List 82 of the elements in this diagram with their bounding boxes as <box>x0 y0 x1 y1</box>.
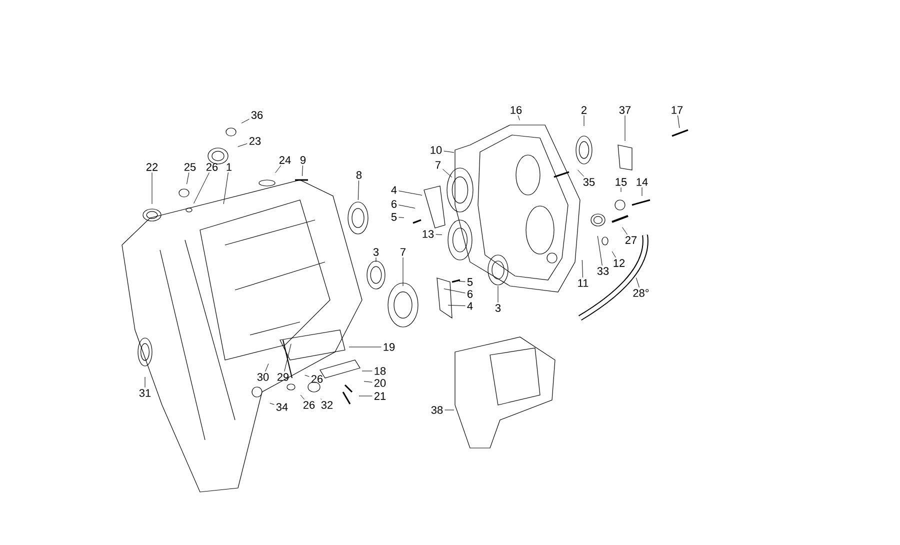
leader-line <box>442 168 452 178</box>
callout-number: 4 <box>467 302 473 310</box>
leader-line <box>518 115 520 120</box>
leader-line <box>444 288 466 294</box>
callout-number: 30 <box>257 373 269 381</box>
callout-number: 26 <box>303 401 315 409</box>
callout-number: 11 <box>578 279 588 287</box>
callout-number: 28° <box>633 289 649 297</box>
callout-number: 17 <box>672 106 683 114</box>
leader-line <box>302 165 303 176</box>
leader-line <box>270 402 274 405</box>
callout-number: 10 <box>430 146 442 154</box>
callout-number: 37 <box>619 106 631 114</box>
callout-number: 36 <box>251 111 263 119</box>
leader-line <box>300 394 305 400</box>
leader-line <box>398 190 422 196</box>
leader-line <box>186 172 190 184</box>
leader-line <box>678 115 680 128</box>
callout-number: 21 <box>374 392 386 400</box>
leader-line <box>444 150 454 153</box>
callout-number: 19 <box>384 343 395 351</box>
callout-number: 35 <box>583 178 595 186</box>
leader-line <box>582 260 584 278</box>
callout-number: 38 <box>431 406 443 414</box>
callout-number: 5 <box>467 278 473 286</box>
callout-number: 13 <box>422 230 434 238</box>
callout-number: 4 <box>391 186 397 194</box>
callout-number: 6 <box>392 200 397 208</box>
callout-number: 1 <box>226 163 232 171</box>
leader-line <box>398 204 416 208</box>
callout-number: 2 <box>582 106 586 114</box>
leader-line <box>620 187 622 192</box>
callout-number: 8 <box>356 171 362 179</box>
callout-number: 14 <box>636 178 648 186</box>
leader-line <box>622 227 628 235</box>
callout-number: 32 <box>321 401 333 409</box>
leader-line <box>398 217 404 218</box>
callout-number: 3 <box>373 248 379 256</box>
callout-number: 7 <box>400 248 406 256</box>
leader-line <box>597 236 602 266</box>
callout-number: 6 <box>468 290 473 298</box>
callout-number: 22 <box>146 163 158 171</box>
leader-line <box>144 376 146 388</box>
leader-line <box>436 234 442 236</box>
callout-number: 23 <box>249 137 261 145</box>
leader-line <box>275 165 282 174</box>
callout-number: 29 <box>277 373 289 381</box>
leader-line <box>304 374 310 377</box>
leader-line <box>624 115 626 142</box>
callout-number: 20 <box>374 379 386 387</box>
leader-line <box>364 381 372 382</box>
callout-number: 26 <box>206 163 218 171</box>
leader-line <box>612 251 616 258</box>
leader-line <box>241 118 250 124</box>
callout-number: 27 <box>625 236 637 244</box>
callout-number: 3 <box>495 304 501 312</box>
leader-line <box>358 180 360 200</box>
callout-number: 31 <box>139 389 151 397</box>
leader-line <box>194 172 210 204</box>
leader-line <box>448 304 466 306</box>
leader-line <box>362 370 372 372</box>
leader-line <box>284 344 292 372</box>
callout-number: 9 <box>300 156 306 164</box>
callout-number: 33 <box>597 267 609 275</box>
leader-line <box>238 143 248 147</box>
callout-number: 7 <box>436 161 440 169</box>
callout-number: 15 <box>616 178 627 186</box>
leader-line <box>402 257 404 286</box>
callout-number: 18 <box>374 367 386 375</box>
leader-line <box>636 278 640 288</box>
leader-line <box>348 346 382 348</box>
callout-number: 24 <box>279 156 291 164</box>
callout-number: 26 <box>311 375 323 383</box>
callout-number: 16 <box>510 106 522 114</box>
leader-line <box>265 363 269 372</box>
callout-number: 5 <box>391 213 397 221</box>
callout-number: 25 <box>184 163 196 171</box>
callout-number: 12 <box>614 259 625 267</box>
leader-line <box>223 172 228 204</box>
callout-number: 34 <box>276 403 288 411</box>
leader-line <box>458 281 466 282</box>
leader-line <box>577 170 584 177</box>
